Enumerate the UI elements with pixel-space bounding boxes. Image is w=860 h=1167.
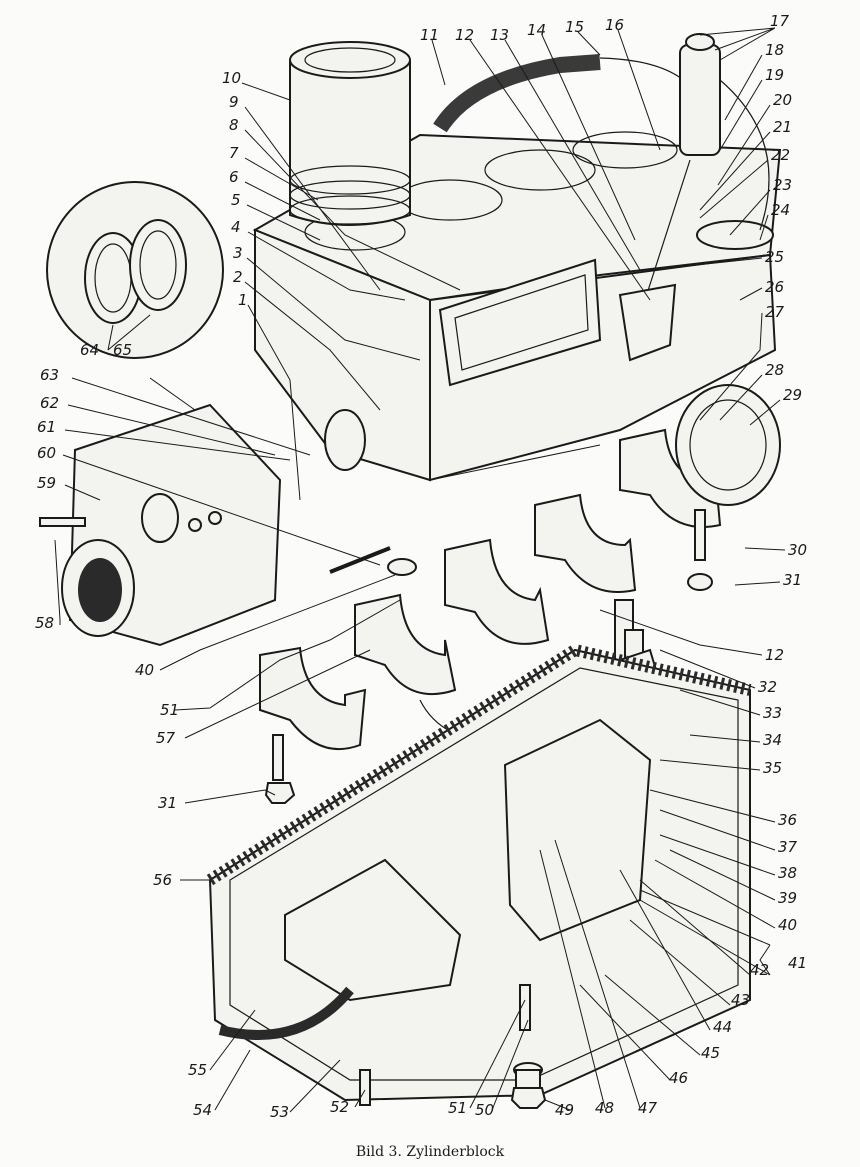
callout-label: 55: [188, 1061, 207, 1079]
callout-label: 39: [778, 889, 797, 907]
callout-label: 33: [763, 704, 782, 722]
callout-label: 46: [669, 1069, 688, 1087]
callout-label: 41: [788, 954, 807, 972]
callout-label: 10: [222, 69, 241, 87]
callout-label: 34: [763, 731, 782, 749]
timing-cover: [39, 403, 282, 647]
callout-label: 20: [773, 91, 792, 109]
callout-label: 31: [783, 571, 802, 589]
callout-label: 14: [527, 21, 546, 39]
callout-label: 21: [773, 118, 792, 136]
callout-label: 30: [788, 541, 807, 559]
callout-label: 61: [37, 418, 56, 436]
callout-labels: 1 2 3 4 5 6 7 8 9 10 11 12 13 14 15 16 1…: [35, 12, 807, 1121]
callout-label: 56: [153, 871, 172, 889]
callout-label: 24: [771, 201, 790, 219]
callout-label: 51: [448, 1099, 467, 1117]
callout-label: 57: [156, 729, 176, 747]
callout-label: 44: [713, 1018, 732, 1036]
callout-label: 1: [238, 291, 248, 309]
bearing-caps: [259, 428, 722, 751]
callout-label: 31: [158, 794, 177, 812]
callout-label: 65: [113, 341, 132, 359]
callout-label: 15: [565, 18, 584, 36]
callout-label: 50: [475, 1101, 494, 1119]
coolant-hose: [433, 54, 601, 133]
callout-label: 13: [490, 26, 509, 44]
callout-label: 29: [783, 386, 802, 404]
callout-label: 19: [765, 66, 784, 84]
callout-label: 43: [731, 991, 750, 1009]
callout-label: 3: [233, 244, 243, 262]
callout-label: 22: [771, 146, 790, 164]
leader-lines: [54, 27, 786, 1113]
piston-ring-inset: [46, 181, 224, 359]
callout-label: 18: [765, 41, 784, 59]
callout-label: 9: [229, 93, 239, 111]
callout-label: 4: [231, 218, 241, 236]
callout-label: 47: [638, 1099, 658, 1117]
callout-label: 64: [80, 341, 99, 359]
callout-label: 32: [758, 678, 777, 696]
cylinder-liner: [289, 41, 411, 226]
callout-label: 23: [773, 176, 792, 194]
callout-label: 27: [765, 303, 785, 321]
callout-label: 12: [455, 26, 474, 44]
callout-label: 36: [778, 811, 797, 829]
callout-label: 51: [160, 701, 179, 719]
rear-main-seal: [675, 384, 781, 506]
callout-label: 25: [765, 248, 784, 266]
drain-plug: [510, 1062, 547, 1109]
callout-label: 38: [778, 864, 797, 882]
callout-label: 11: [420, 26, 439, 44]
callout-label: 52: [330, 1098, 349, 1116]
callout-label: 7: [229, 144, 239, 162]
callout-label: 42: [750, 961, 769, 979]
figure-caption: Bild 3. Zylinderblock: [355, 1144, 505, 1160]
oil-filter-assembly: [618, 33, 774, 362]
callout-label: 48: [595, 1099, 614, 1117]
callout-label: 2: [233, 268, 243, 286]
callout-label: 45: [701, 1044, 720, 1062]
callout-label: 54: [193, 1101, 212, 1119]
callout-label: 37: [778, 838, 798, 856]
callout-label: 12: [765, 646, 784, 664]
callout-label: 62: [40, 394, 59, 412]
callout-label: 40: [778, 916, 797, 934]
callout-label: 28: [765, 361, 784, 379]
callout-label: 59: [37, 474, 56, 492]
callout-label: 6: [229, 168, 239, 186]
callout-label: 58: [35, 614, 54, 632]
callout-label: 17: [770, 12, 790, 30]
callout-label: 63: [40, 366, 59, 384]
callout-label: 49: [555, 1101, 574, 1119]
callout-label: 16: [605, 16, 624, 34]
callout-label: 53: [270, 1103, 289, 1121]
callout-label: 40: [135, 661, 154, 679]
callout-label: 8: [229, 116, 239, 134]
callout-label: 5: [231, 191, 241, 209]
callout-label: 26: [765, 278, 784, 296]
oil-pan: [206, 643, 752, 1106]
callout-label: 60: [37, 444, 56, 462]
callout-label: 35: [763, 759, 782, 777]
